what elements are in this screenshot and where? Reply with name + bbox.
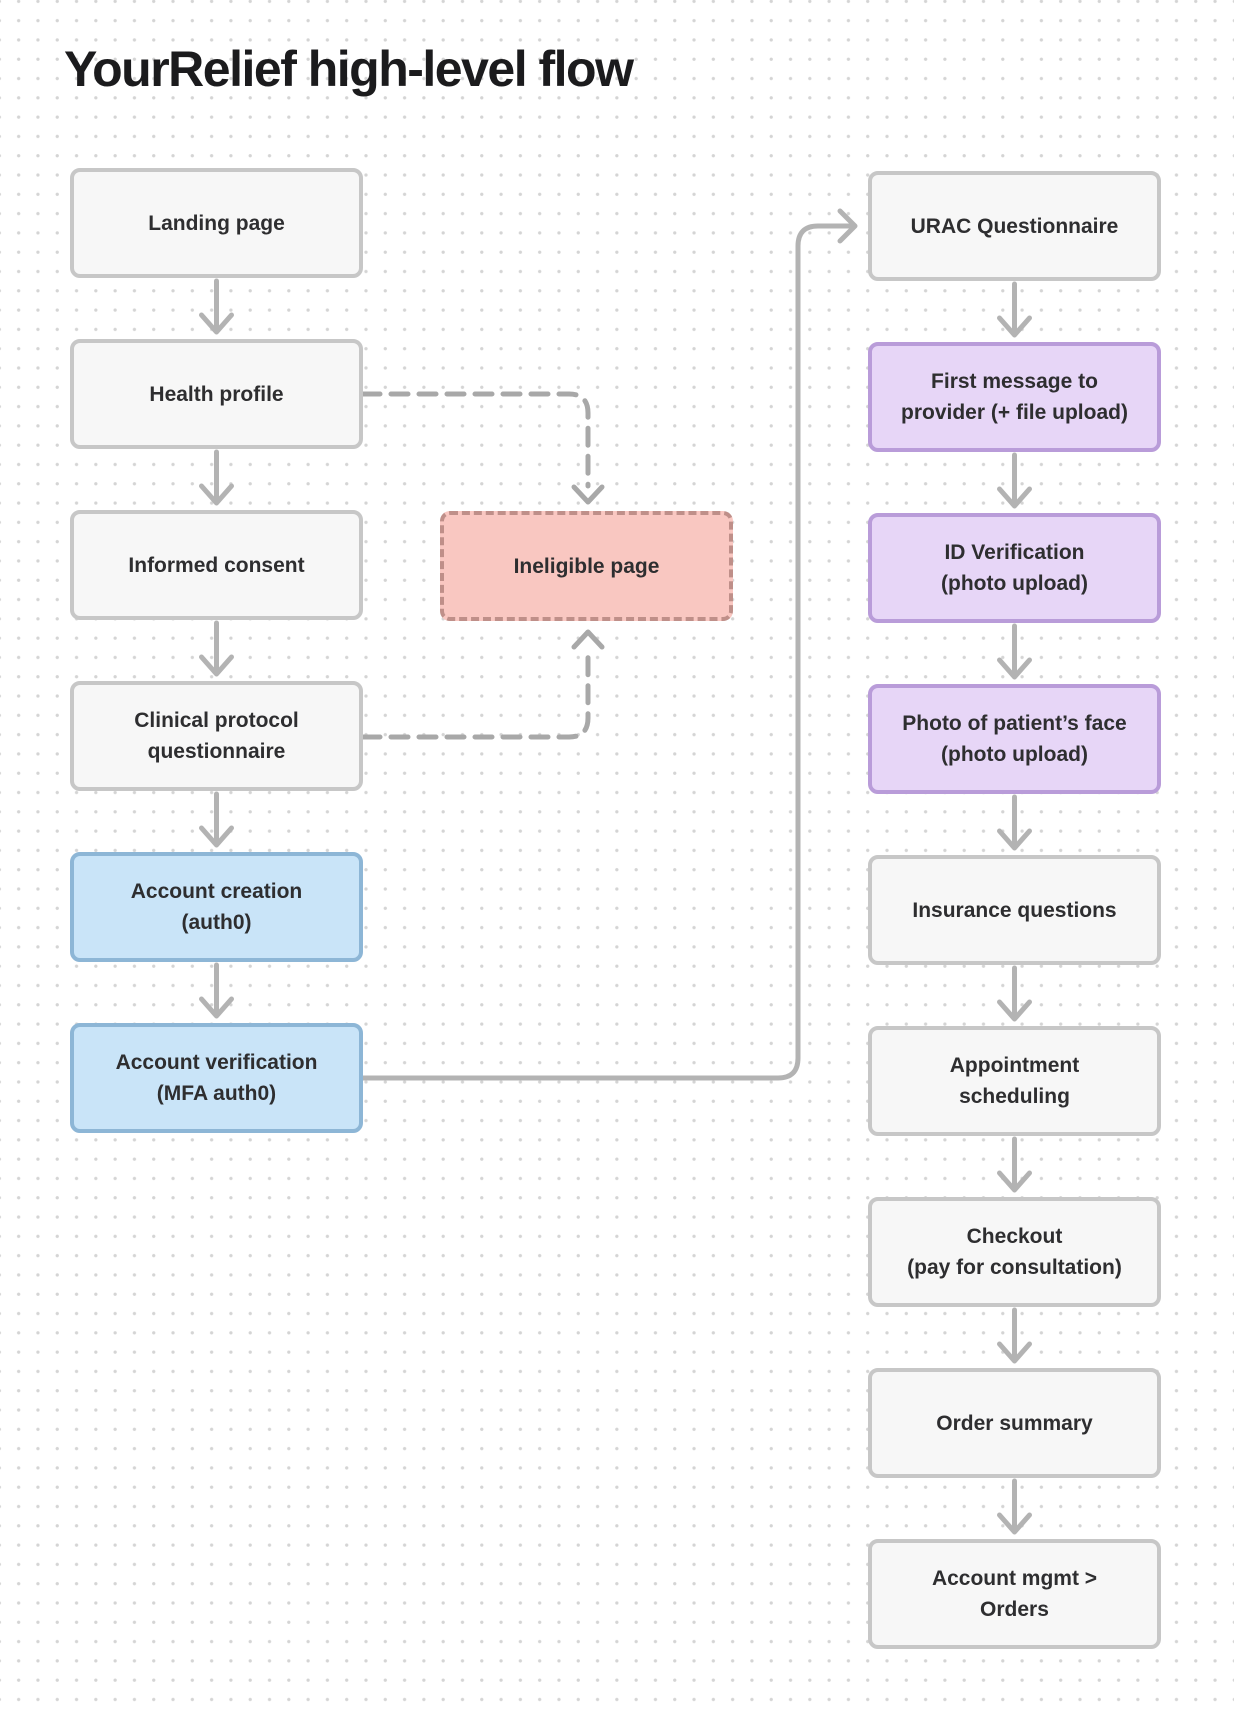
- node-landing-page[interactable]: Landing page: [70, 168, 363, 278]
- node-account-creation[interactable]: Account creation (auth0): [70, 852, 363, 962]
- node-id-verification[interactable]: ID Verification (photo upload): [868, 513, 1161, 623]
- node-order-summary[interactable]: Order summary: [868, 1368, 1161, 1478]
- node-insurance-questions[interactable]: Insurance questions: [868, 855, 1161, 965]
- node-urac-questionnaire[interactable]: URAC Questionnaire: [868, 171, 1161, 281]
- node-clinical-protocol-questionnaire[interactable]: Clinical protocol questionnaire: [70, 681, 363, 791]
- node-photo-of-patients-face[interactable]: Photo of patient’s face (photo upload): [868, 684, 1161, 794]
- node-informed-consent[interactable]: Informed consent: [70, 510, 363, 620]
- page-title: YourRelief high-level flow: [64, 41, 634, 97]
- node-account-verification[interactable]: Account verification (MFA auth0): [70, 1023, 363, 1133]
- node-health-profile[interactable]: Health profile: [70, 339, 363, 449]
- node-checkout[interactable]: Checkout (pay for consultation): [868, 1197, 1161, 1307]
- node-account-mgmt-orders[interactable]: Account mgmt > Orders: [868, 1539, 1161, 1649]
- node-first-message-to-provider[interactable]: First message to provider (+ file upload…: [868, 342, 1161, 452]
- node-appointment-scheduling[interactable]: Appointment scheduling: [868, 1026, 1161, 1136]
- node-ineligible-page[interactable]: Ineligible page: [440, 511, 733, 621]
